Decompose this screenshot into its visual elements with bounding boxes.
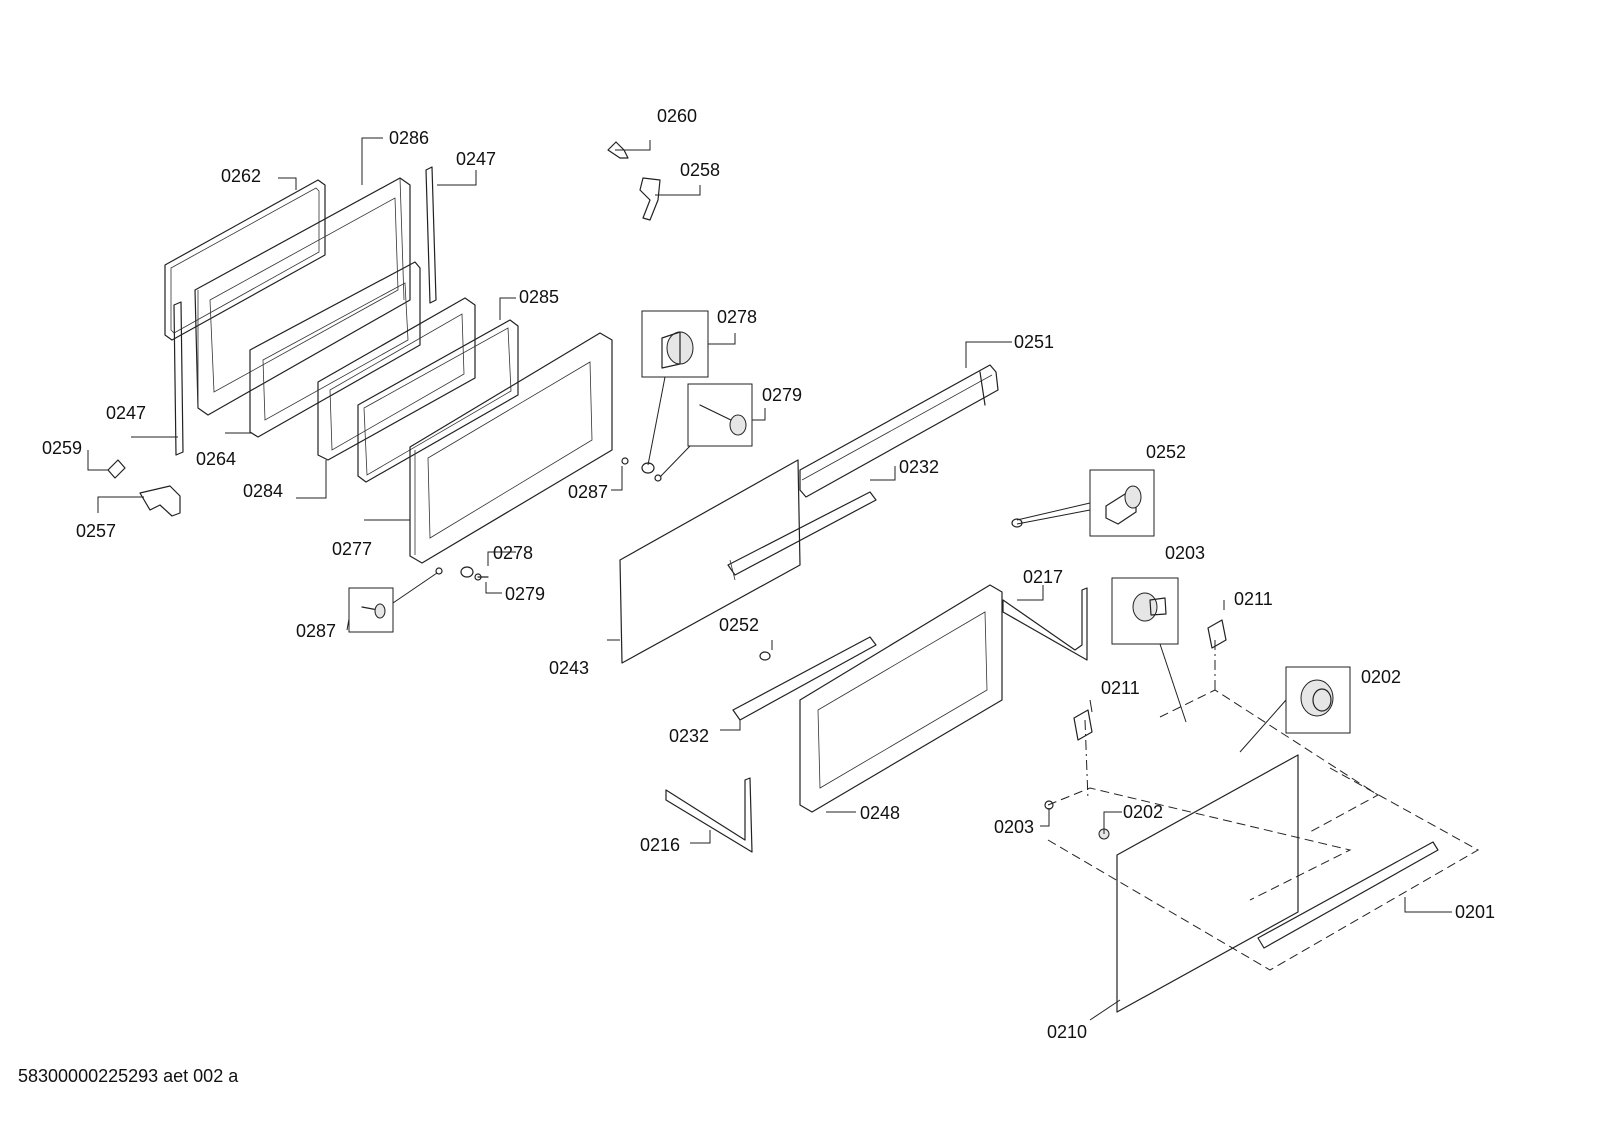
part-0247-strip-left (173, 301, 184, 456)
document-code: 58300000225293 aet 002 a (18, 1066, 239, 1086)
label-0258: 0258 (680, 160, 720, 180)
callout-0278-detail (641, 310, 736, 466)
part-0262-gasket (164, 179, 326, 341)
label-0262: 0262 (221, 166, 261, 186)
part-0243-panel (619, 459, 801, 664)
label-0284: 0284 (243, 481, 283, 501)
door-assembly (107, 141, 662, 581)
label-0251: 0251 (1014, 332, 1054, 352)
label-0285: 0285 (519, 287, 559, 307)
label-0211-low: 0211 (1101, 678, 1140, 698)
callout-0279-detail (659, 383, 766, 478)
part-labels: 0260 0258 0286 0247 0262 0285 0278 0251 … (42, 106, 1495, 1042)
label-0277: 0277 (332, 539, 372, 559)
part-0217-bracket (1002, 587, 1088, 661)
label-0247-left: 0247 (106, 403, 146, 423)
label-0248: 0248 (860, 803, 900, 823)
label-0252-top: 0252 (1146, 442, 1186, 462)
label-0252-low: 0252 (719, 615, 759, 635)
label-0232-low: 0232 (669, 726, 709, 746)
leader-lines (87, 137, 1452, 1021)
part-0247-strip-top (425, 166, 437, 304)
dashed-envelope (1047, 640, 1480, 971)
part-0216-bracket (665, 777, 753, 853)
callout-0252-detail (1016, 469, 1155, 537)
label-0232-top: 0232 (899, 457, 939, 477)
part-0232-rail-low (732, 636, 877, 721)
part-0286-frame (194, 177, 411, 416)
label-0260: 0260 (657, 106, 697, 126)
part-0232-rail-top (727, 491, 877, 581)
label-0278-top: 0278 (717, 307, 757, 327)
label-0203-low: 0203 (994, 817, 1034, 837)
part-0201-strip (1257, 841, 1439, 949)
label-0247-top: 0247 (456, 149, 496, 169)
label-0287-mid: 0287 (568, 482, 608, 502)
label-0202-low: 0202 (1123, 802, 1163, 822)
label-0216: 0216 (640, 835, 680, 855)
label-0217: 0217 (1023, 567, 1063, 587)
label-0287-low: 0287 (296, 621, 336, 641)
part-0211-hinge-top (1207, 619, 1227, 649)
label-0279-top: 0279 (762, 385, 802, 405)
part-0259-hinge-clip (107, 459, 126, 479)
part-0252-pin-low (759, 651, 771, 661)
part-0248-inner-frame (799, 584, 1003, 813)
label-0286: 0286 (389, 128, 429, 148)
part-0277-door-frame (409, 332, 613, 564)
part-0264-perforated-frame (249, 261, 421, 438)
part-0252-pin-top (1011, 518, 1023, 528)
label-0211-top: 0211 (1234, 589, 1273, 609)
label-0278-low: 0278 (493, 543, 533, 563)
part-0287-screw-mid (621, 457, 629, 465)
label-0202-top: 0202 (1361, 667, 1401, 687)
part-0210-plate (1116, 754, 1299, 1013)
part-0287-screw-low (435, 567, 443, 575)
callout-0287-detail (346, 572, 438, 633)
part-0279-bolt-mid (654, 474, 662, 482)
callout-0202-detail (1239, 666, 1351, 753)
label-0210: 0210 (1047, 1022, 1087, 1042)
part-0257-hinge-bracket (139, 485, 181, 517)
label-0201: 0201 (1455, 902, 1495, 922)
callout-0203-detail (1111, 577, 1187, 723)
label-0279-low: 0279 (505, 584, 545, 604)
label-0243: 0243 (549, 658, 589, 678)
label-0203-top: 0203 (1165, 543, 1205, 563)
part-0251-rail (799, 364, 999, 498)
label-0257: 0257 (76, 521, 116, 541)
part-0258-hook (639, 177, 661, 221)
label-0259: 0259 (42, 438, 82, 458)
part-0278-spacer-low (460, 566, 474, 578)
part-0285-gasket (357, 319, 519, 483)
part-0284-glass (317, 297, 476, 461)
part-0211-hinge-low (1073, 709, 1093, 741)
part-0279-bolt-low (474, 573, 489, 581)
label-0264: 0264 (196, 449, 236, 469)
part-0260-clip (607, 141, 629, 159)
